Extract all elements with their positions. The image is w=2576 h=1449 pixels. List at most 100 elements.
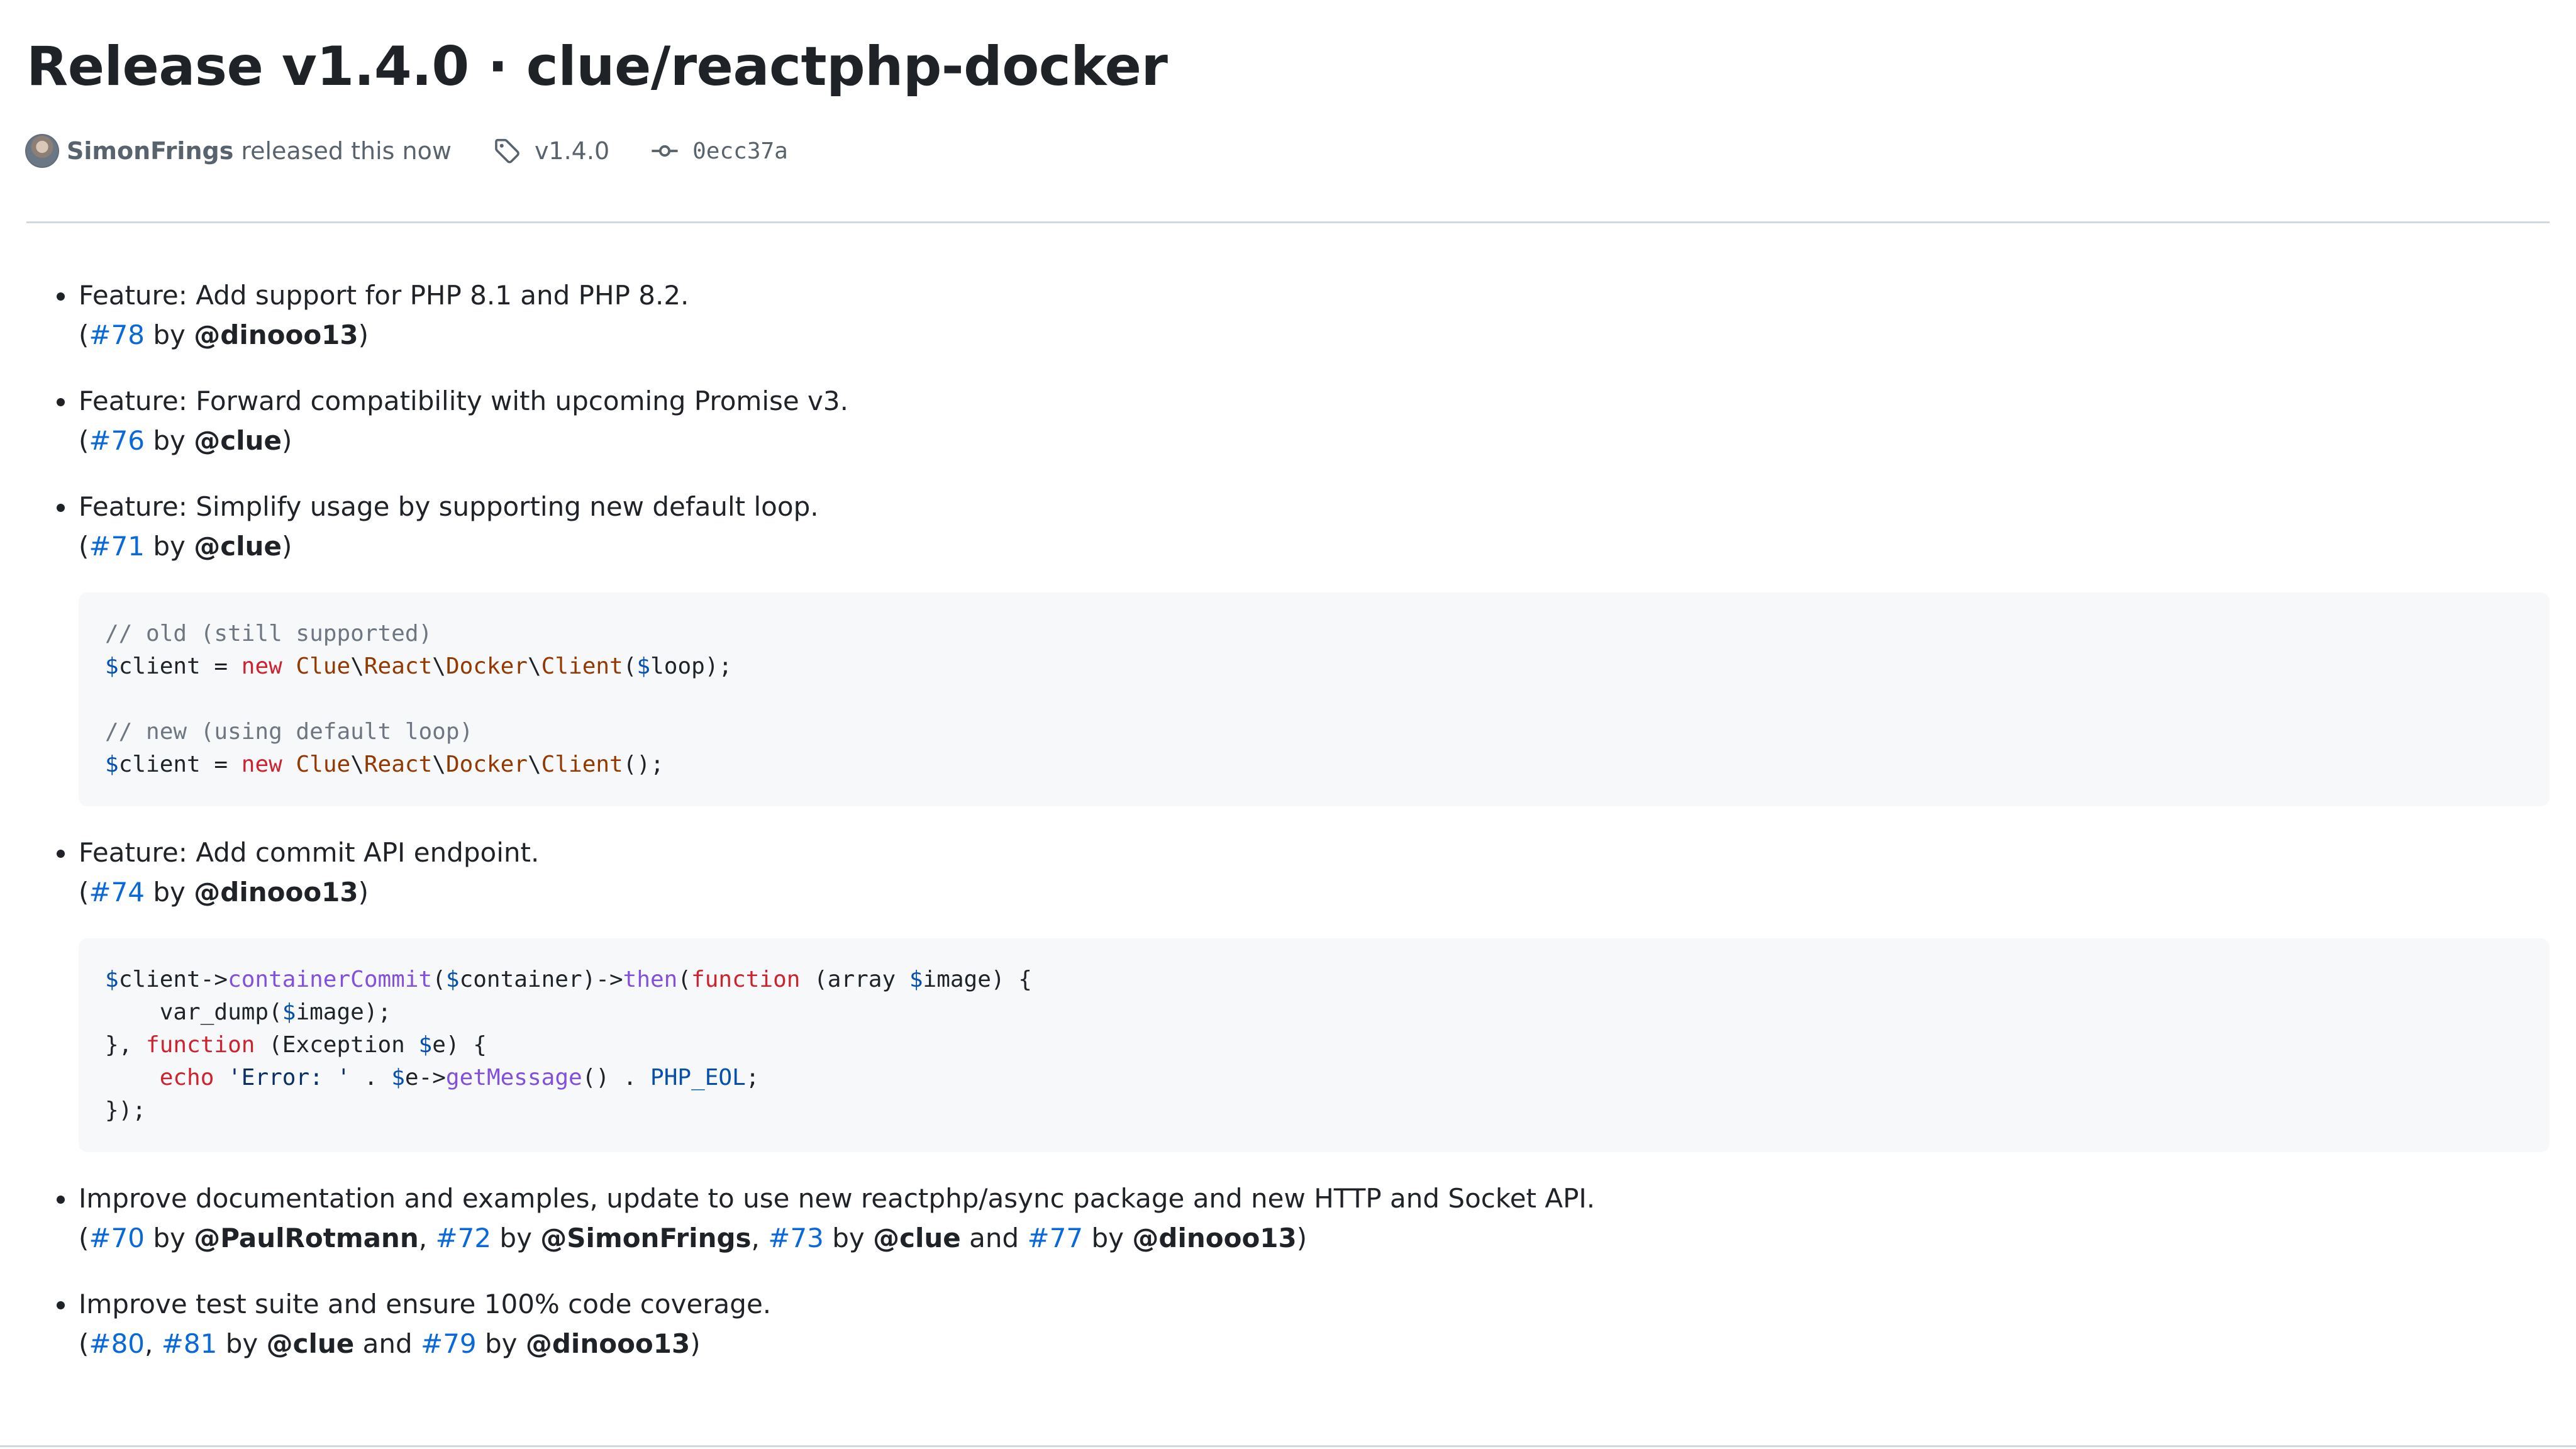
ref-text: by xyxy=(145,1223,194,1253)
code-token: React xyxy=(364,752,433,777)
release-title: Release v1.4.0 · clue/reactphp-docker xyxy=(26,35,1168,98)
ref-text: ( xyxy=(79,425,89,456)
release-note-text: Improve documentation and examples, upda… xyxy=(79,1183,1596,1214)
code-token: (); xyxy=(623,752,664,777)
user-mention[interactable]: @PaulRotmann xyxy=(194,1223,419,1253)
ref-text: ) xyxy=(358,319,369,350)
pr-link[interactable]: #70 xyxy=(89,1223,145,1253)
code-token: \ xyxy=(432,653,446,679)
code-token: new xyxy=(241,752,282,777)
code-token: $ xyxy=(282,999,296,1025)
code-token: $ xyxy=(445,967,460,992)
code-token: client = xyxy=(118,752,242,777)
code-token: \ xyxy=(527,752,541,777)
code-line: // old (still supported) xyxy=(105,618,2523,650)
release-note-refs: (#70 by @PaulRotmann, #72 by @SimonFring… xyxy=(79,1218,2550,1258)
code-token: Clue xyxy=(296,653,351,679)
code-token: $ xyxy=(105,967,119,992)
author-avatar[interactable] xyxy=(25,134,59,168)
tag-link[interactable]: v1.4.0 xyxy=(534,137,610,165)
ref-text: by xyxy=(491,1223,541,1253)
footer-divider xyxy=(0,1445,2576,1447)
pr-link[interactable]: #74 xyxy=(89,877,145,908)
ref-text: ) xyxy=(690,1328,701,1359)
code-token: // new (using default loop) xyxy=(105,719,474,745)
released-text: released this now xyxy=(241,137,452,165)
code-token: function xyxy=(146,1032,255,1058)
ref-text: and xyxy=(354,1328,421,1359)
code-token: ( xyxy=(623,653,637,679)
ref-text: , xyxy=(751,1223,769,1253)
code-token: $ xyxy=(391,1065,405,1091)
code-token: . xyxy=(350,1065,392,1091)
ref-text: ( xyxy=(79,531,89,562)
user-mention[interactable]: @dinooo13 xyxy=(194,319,358,350)
ref-text: ) xyxy=(1296,1223,1307,1253)
ref-text: by xyxy=(1083,1223,1133,1253)
code-line: }); xyxy=(105,1094,2523,1127)
code-token: Client xyxy=(541,653,623,679)
code-token: Docker xyxy=(445,752,528,777)
code-token: image) { xyxy=(923,967,1032,992)
code-line: var_dump($image); xyxy=(105,996,2523,1029)
code-token: \ xyxy=(527,653,541,679)
code-token: }); xyxy=(105,1097,147,1123)
code-token: Client xyxy=(541,752,623,777)
author-link[interactable]: SimonFrings xyxy=(67,137,234,165)
release-note-refs: (#80, #81 by @clue and #79 by @dinooo13) xyxy=(79,1324,2550,1363)
release-note-text: Feature: Simplify usage by supporting ne… xyxy=(79,491,819,522)
code-token: then xyxy=(623,967,678,992)
ref-text: and xyxy=(960,1223,1028,1253)
user-mention[interactable]: @SimonFrings xyxy=(540,1223,752,1253)
ref-text: by xyxy=(145,877,194,908)
pr-link[interactable]: #79 xyxy=(421,1328,477,1359)
code-token: container)-> xyxy=(459,967,623,992)
release-note-refs: (#78 by @dinooo13) xyxy=(79,315,2550,355)
pr-link[interactable]: #72 xyxy=(435,1223,492,1253)
pr-link[interactable]: #77 xyxy=(1027,1223,1084,1253)
ref-text: ) xyxy=(281,425,292,456)
pr-link[interactable]: #71 xyxy=(89,531,145,562)
code-token: // old (still supported) xyxy=(105,621,433,647)
user-mention[interactable]: @dinooo13 xyxy=(1132,1223,1297,1253)
user-mention[interactable]: @clue xyxy=(266,1328,355,1359)
ref-text: ) xyxy=(281,531,292,562)
code-token: \ xyxy=(432,752,446,777)
ref-text: by xyxy=(217,1328,267,1359)
user-mention[interactable]: @dinooo13 xyxy=(525,1328,691,1359)
user-mention[interactable]: @dinooo13 xyxy=(194,877,358,908)
code-token: new xyxy=(241,653,282,679)
code-token: e) { xyxy=(432,1032,487,1058)
header-divider xyxy=(26,221,2550,223)
code-token: function xyxy=(691,967,801,992)
release-note-item: Improve documentation and examples, upda… xyxy=(57,1179,2550,1258)
code-token: ( xyxy=(677,967,692,992)
pr-link[interactable]: #80 xyxy=(89,1328,145,1359)
pr-link[interactable]: #76 xyxy=(89,425,145,456)
code-token: PHP_EOL xyxy=(650,1065,746,1091)
release-notes-list: Feature: Add support for PHP 8.1 and PHP… xyxy=(0,275,2576,1390)
code-token: Docker xyxy=(445,653,528,679)
release-note-refs: (#74 by @dinooo13) xyxy=(79,872,2550,912)
code-token: $ xyxy=(909,967,923,992)
user-mention[interactable]: @clue xyxy=(194,531,282,562)
ref-text: , xyxy=(418,1223,436,1253)
code-token: $ xyxy=(105,653,119,679)
code-block: $client->containerCommit($container)->th… xyxy=(79,938,2550,1152)
code-token: ; xyxy=(745,1065,760,1091)
release-note-refs: (#76 by @clue) xyxy=(79,421,2550,460)
code-token: $ xyxy=(105,752,119,777)
pr-link[interactable]: #78 xyxy=(89,319,145,350)
pr-link[interactable]: #73 xyxy=(768,1223,824,1253)
commit-icon xyxy=(652,145,678,157)
code-token: React xyxy=(364,653,433,679)
commit-link[interactable]: 0ecc37a xyxy=(692,138,788,164)
release-note-item: Feature: Forward compatibility with upco… xyxy=(57,381,2550,460)
code-token xyxy=(282,752,296,777)
pr-link[interactable]: #81 xyxy=(161,1328,218,1359)
user-mention[interactable]: @clue xyxy=(194,425,282,456)
ref-text: by xyxy=(145,425,194,456)
user-mention[interactable]: @clue xyxy=(873,1223,961,1253)
release-note-item: Feature: Simplify usage by supporting ne… xyxy=(57,487,2550,806)
ref-text: by xyxy=(145,531,194,562)
